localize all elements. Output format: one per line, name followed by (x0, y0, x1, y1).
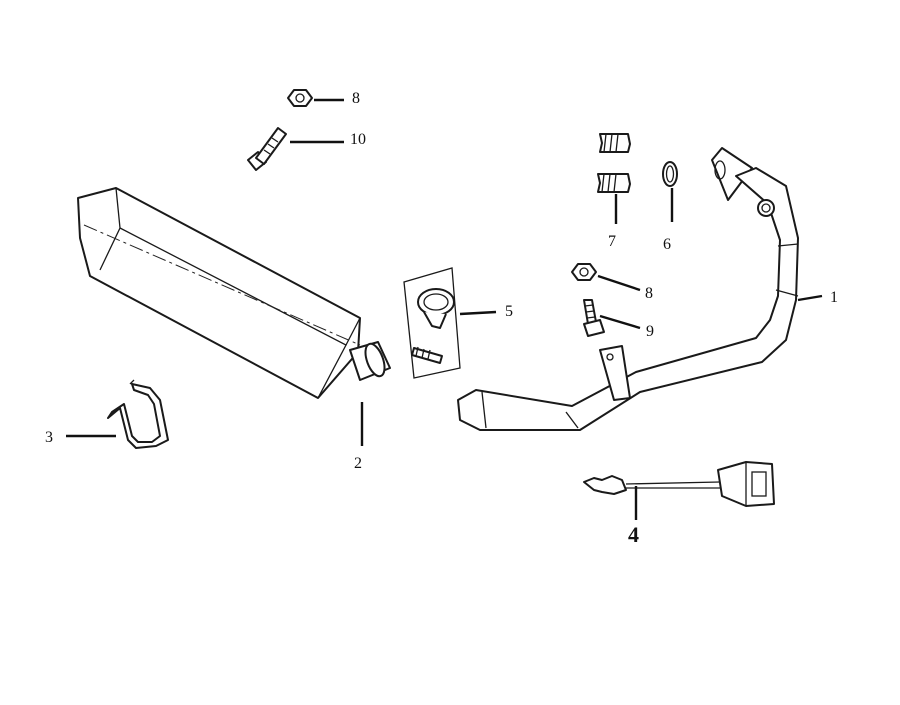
callout-5: 5 (505, 303, 513, 320)
bolt-top (247, 127, 287, 171)
callout-1: 1 (830, 289, 838, 306)
callout-7: 7 (608, 233, 616, 250)
callout-3: 3 (45, 429, 53, 446)
callout-8-top: 8 (352, 90, 360, 107)
callout-6: 6 (663, 236, 671, 253)
bolt-mid (583, 299, 605, 337)
exhaust-pipe (457, 147, 799, 431)
clamp-kit (403, 267, 461, 379)
callout-4: 4 (628, 522, 639, 547)
nut-top (287, 89, 313, 107)
leader-1 (797, 294, 823, 302)
muffler-bracket (107, 379, 169, 449)
callout-2: 2 (354, 455, 362, 472)
stud-pair (597, 133, 631, 193)
leader-5 (459, 310, 497, 316)
callout-8-mid: 8 (645, 285, 653, 302)
nut-mid (571, 263, 597, 281)
leader-9 (599, 314, 641, 330)
callout-9: 9 (646, 323, 654, 340)
muffler (77, 187, 391, 399)
callout-10: 10 (350, 131, 366, 148)
gasket (662, 161, 678, 187)
leader-8-mid (597, 274, 641, 292)
oxygen-sensor (583, 461, 775, 507)
leader-lines (66, 98, 823, 520)
